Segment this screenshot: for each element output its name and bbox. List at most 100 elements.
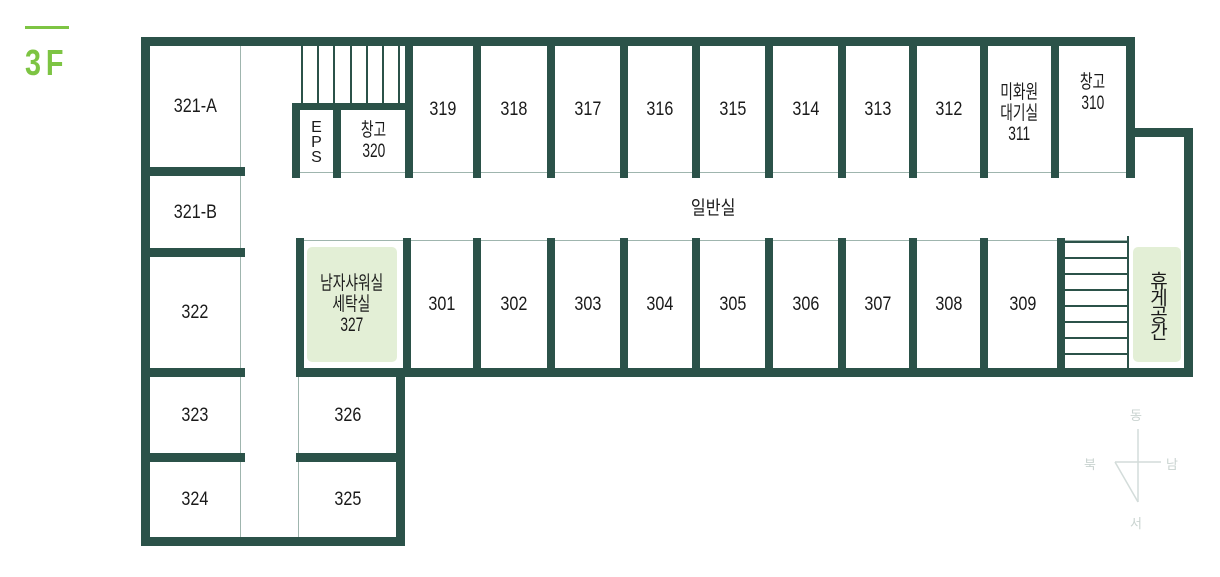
- room-304[interactable]: 304: [628, 241, 692, 368]
- room-label: 남자샤워실: [320, 273, 384, 294]
- room-316[interactable]: 316: [628, 46, 692, 172]
- wall: [1057, 238, 1065, 377]
- wall: [296, 453, 405, 462]
- room-313[interactable]: 313: [846, 46, 909, 172]
- corridor-general: 일반실: [300, 178, 1126, 238]
- compass-south: 남: [1166, 457, 1178, 472]
- compass-west: 서: [1130, 516, 1142, 531]
- room-number: 310: [1081, 93, 1104, 114]
- wall: [317, 46, 319, 103]
- rest-area-fill: [1133, 247, 1181, 362]
- wall: [405, 37, 413, 178]
- wall: [1065, 353, 1127, 355]
- wall: [398, 46, 400, 103]
- room-label: 304: [646, 294, 674, 315]
- compass-north: 북: [1084, 457, 1096, 472]
- wall: [547, 37, 555, 178]
- wall: [980, 37, 988, 178]
- room-317[interactable]: 317: [555, 46, 620, 172]
- room-305[interactable]: 305: [700, 241, 765, 368]
- room-label: 306: [792, 294, 819, 315]
- room-label: 휴게공간: [1146, 270, 1168, 339]
- wall: [296, 368, 1193, 377]
- wall: [1065, 337, 1127, 339]
- room-312[interactable]: 312: [917, 46, 980, 172]
- stairs-east: [1065, 241, 1127, 243]
- room-label: 317: [574, 98, 601, 120]
- floor-indicator-bar: [25, 26, 69, 29]
- corridor-line: [304, 240, 1128, 241]
- room-label: 미화원: [1000, 81, 1039, 103]
- wall: [141, 167, 245, 176]
- room-318[interactable]: 318: [481, 46, 547, 172]
- wall: [1126, 37, 1135, 178]
- room-306[interactable]: 306: [773, 241, 838, 368]
- compass-arrow-icon: [1114, 429, 1161, 503]
- room-label: 313: [864, 98, 891, 120]
- room-301[interactable]: 301: [411, 241, 473, 368]
- room-label: 302: [500, 294, 528, 315]
- room-label: 315: [719, 98, 746, 120]
- wall: [296, 238, 304, 377]
- room-label: 326: [334, 404, 361, 426]
- room-label: 312: [935, 98, 962, 120]
- corridor-line: [240, 46, 241, 537]
- rest-area[interactable]: 휴게공간: [1133, 247, 1181, 362]
- room-322[interactable]: 322: [150, 257, 240, 368]
- room-302[interactable]: 302: [481, 241, 547, 368]
- room-label: 314: [792, 98, 819, 120]
- room-323[interactable]: 323: [150, 377, 240, 453]
- room-303[interactable]: 303: [555, 241, 620, 368]
- wall: [333, 46, 335, 103]
- room-label: 321-A: [173, 96, 217, 117]
- room-325[interactable]: 325: [299, 462, 396, 537]
- room-309[interactable]: 309: [988, 241, 1057, 368]
- wall: [473, 37, 481, 178]
- wall: [765, 238, 773, 377]
- room-label: 308: [935, 294, 962, 315]
- wall: [292, 103, 300, 178]
- room-label: 305: [719, 294, 746, 315]
- room-326[interactable]: 326: [299, 377, 396, 453]
- room-label: 307: [864, 294, 891, 315]
- room-label: 316: [646, 98, 674, 120]
- wall: [333, 103, 341, 178]
- wall: [980, 238, 988, 377]
- room-label: 318: [500, 98, 528, 120]
- room-label: 325: [334, 489, 361, 510]
- room-label: 323: [181, 404, 209, 426]
- wall: [292, 103, 405, 110]
- wall: [1126, 128, 1193, 137]
- wall: [141, 37, 150, 546]
- wall: [473, 238, 481, 377]
- room-label: 창고: [360, 120, 386, 141]
- wall: [1065, 273, 1127, 275]
- wall: [141, 537, 405, 546]
- room-label: 301: [428, 294, 456, 315]
- corridor-label: 일반실: [690, 197, 736, 219]
- room-label: 세탁실: [333, 294, 371, 315]
- wall: [692, 238, 700, 377]
- wall: [141, 368, 245, 377]
- stair-rail: [1127, 236, 1129, 368]
- room-327-fill: [307, 247, 397, 362]
- wall: [366, 46, 368, 103]
- room-319[interactable]: 319: [413, 46, 473, 172]
- room-308[interactable]: 308: [917, 241, 980, 368]
- room-label: EPS: [308, 118, 325, 164]
- room-314[interactable]: 314: [773, 46, 838, 172]
- wall: [909, 238, 917, 377]
- room-315[interactable]: 315: [700, 46, 765, 172]
- room-label: 324: [181, 489, 209, 510]
- wall: [620, 37, 628, 178]
- wall: [1065, 289, 1127, 291]
- room-321-a[interactable]: 321-A: [150, 46, 240, 167]
- room-307[interactable]: 307: [846, 241, 909, 368]
- room-324[interactable]: 324: [150, 462, 240, 537]
- room-321-b[interactable]: 321-B: [150, 176, 240, 248]
- eps-room[interactable]: EPS: [300, 110, 333, 172]
